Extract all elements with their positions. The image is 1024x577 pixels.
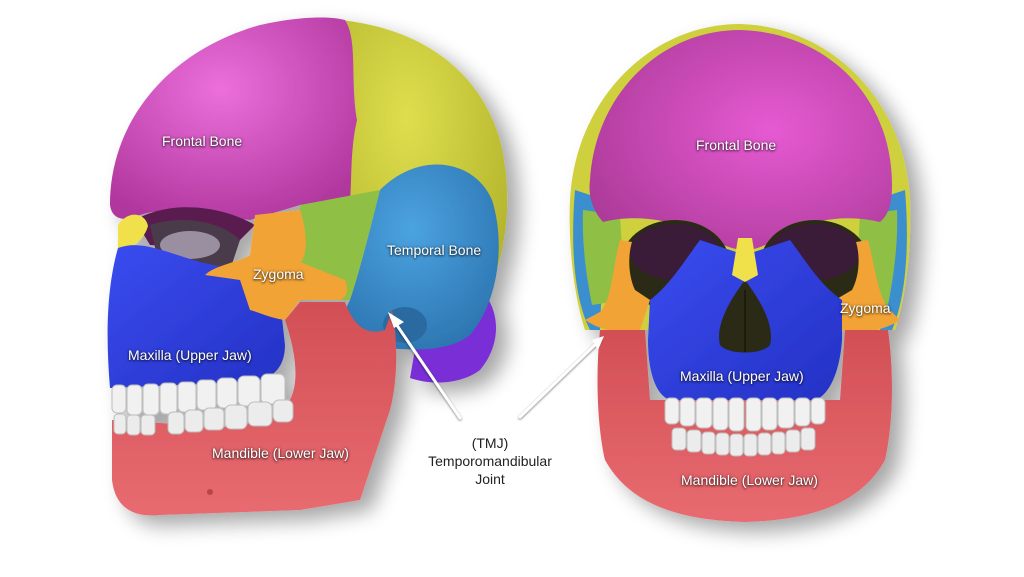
lower-teeth <box>113 399 294 436</box>
tmj-callout-joint: Joint <box>475 471 505 487</box>
tmj-callout-abbrev: (TMJ) <box>471 435 509 451</box>
arrowhead-icon <box>592 336 604 350</box>
label-zygoma-right: Zygoma <box>840 300 891 316</box>
frontal-bone-shape <box>589 30 892 250</box>
lateral-skull <box>107 17 508 516</box>
lower-teeth <box>671 427 816 457</box>
frontal-bone-shape <box>110 17 357 220</box>
label-mandible-right: Mandible (Lower Jaw) <box>681 472 818 488</box>
tmj-callout: (TMJ) Temporomandibular Joint <box>428 434 552 488</box>
zygoma-bone-shape <box>585 240 650 332</box>
label-maxilla-left: Maxilla (Upper Jaw) <box>128 347 252 363</box>
label-zygoma-left: Zygoma <box>253 266 304 282</box>
temporal-bone-shape <box>340 164 499 350</box>
mental-foramen <box>207 489 213 495</box>
frontal-skull <box>569 24 911 522</box>
label-frontal-bone-left: Frontal Bone <box>162 133 243 149</box>
tmj-callout-name: Temporomandibular <box>428 453 552 469</box>
nasal-bone-shape <box>118 214 148 249</box>
zygoma-bone-shape <box>835 240 900 332</box>
label-maxilla-right: Maxilla (Upper Jaw) <box>680 368 804 384</box>
upper-teeth <box>111 373 286 416</box>
arrowhead-icon <box>388 312 404 328</box>
orbit-floor <box>160 231 220 259</box>
upper-teeth <box>664 397 826 432</box>
mandible-bone-shape <box>597 330 892 522</box>
tmj-arrow-right <box>518 336 604 419</box>
tmj-arrow-left <box>388 312 462 420</box>
mandible-bone-shape <box>112 302 397 516</box>
label-frontal-bone-right: Frontal Bone <box>696 137 777 153</box>
label-temporal-bone: Temporal Bone <box>387 242 482 258</box>
label-mandible-left: Mandible (Lower Jaw) <box>212 445 349 461</box>
nasal-bone-shape <box>732 238 758 282</box>
zygoma-bone-shape <box>205 210 348 320</box>
